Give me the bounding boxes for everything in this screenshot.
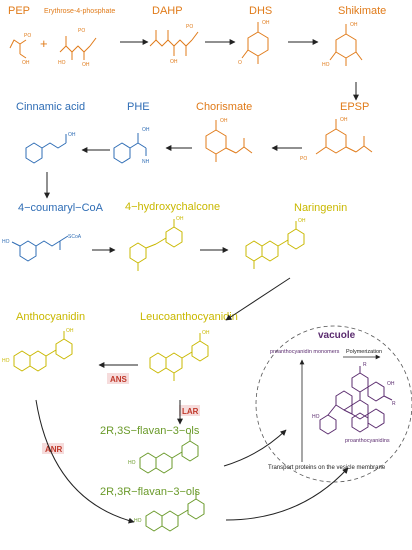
e4p-po3-label: PO — [78, 28, 85, 34]
shikimate-ho-label: HO — [322, 62, 330, 68]
coumaryl-coa-structure — [11, 235, 69, 262]
label-4-coumaryl-coa: 4−coumaryl−CoA — [18, 202, 104, 214]
polymer-r1-label: R — [363, 362, 367, 368]
flavan-2r3r-structure — [145, 491, 205, 532]
label-epsp: EPSP — [340, 101, 369, 113]
naringenin-structure — [245, 221, 305, 269]
enzyme-ans-badge: ANS — [107, 373, 129, 384]
polymer-r2-label: R — [392, 401, 396, 407]
label-leucoanthocyanidin: Leucoanthocyanidin — [140, 311, 238, 323]
arrow-anthocyanidin-to-2r3r — [35, 399, 135, 524]
enzyme-anr-badge: ANR — [42, 443, 64, 454]
arrow-2r3s-to-vacuole — [223, 429, 287, 467]
vacuole-region: vacuole proanthocyanidin monomers Polyme… — [255, 325, 412, 483]
label-anthocyanidin: Anthocyanidin — [16, 311, 85, 323]
enzyme-lar-label: LAR — [182, 407, 199, 416]
e4p-ho-label: HO — [58, 60, 66, 66]
pathway-arrows — [35, 39, 359, 524]
vacuole-polymerization-label: Polymerization — [346, 349, 382, 355]
epsp-po3-label: PO — [300, 156, 307, 162]
phe-structure — [113, 133, 147, 164]
enzyme-ans-label: ANS — [110, 375, 128, 384]
enzyme-anr-label: ANR — [45, 445, 63, 454]
chorismate-oh-label: OH — [220, 118, 228, 124]
label-shikimate: Shikimate — [338, 5, 386, 17]
vacuole-transport-label: Transport proteins on the vesicle membra… — [268, 465, 386, 471]
label-4-hydroxychalcone: 4−hydroxychalcone — [125, 201, 220, 213]
phe-oh-label: OH — [142, 127, 150, 133]
plus-sign: + — [40, 36, 48, 51]
leuco-oh-label: OH — [202, 330, 210, 336]
proanthocyanidin-polymer-structure — [319, 366, 393, 435]
label-phe: PHE — [127, 101, 150, 113]
vacuole-monomers-label: proanthocyanidin monomers — [270, 349, 340, 355]
erythrose-4-phosphate-structure — [59, 36, 97, 60]
dhs-o-label: O — [238, 60, 242, 66]
pep-oh-label: OH — [22, 60, 30, 66]
chorismate-structure — [205, 120, 253, 162]
polymer-ho-label: HO — [312, 414, 320, 420]
epsp-oh-label: OH — [340, 117, 348, 123]
polymer-oh-label: OH — [387, 381, 395, 387]
shikimate-structure — [329, 24, 363, 66]
label-cinnamic-acid: Cinnamic acid — [16, 101, 85, 113]
label-pep: PEP — [8, 5, 30, 17]
anthocyanidin-ho-label: HO — [2, 358, 10, 364]
phe-nh2-label: NH — [142, 159, 150, 165]
shikimate-oh-label: OH — [350, 22, 358, 28]
anthocyanidin-structure — [13, 331, 73, 372]
label-2r3r-flavan-3-ols: 2R,3R−flavan−3−ols — [100, 486, 200, 498]
dahp-oh-label: OH — [170, 59, 178, 65]
label-chorismate: Chorismate — [196, 101, 252, 113]
flavan-2r3s-ho-label: HO — [128, 460, 136, 466]
dahp-structure — [149, 30, 199, 56]
vacuole-title: vacuole — [318, 330, 356, 341]
cinnamic-acid-structure — [25, 134, 67, 164]
enzyme-lar-badge: LAR — [179, 405, 200, 416]
vacuole-polymers-label: proanthocyanidins — [345, 438, 390, 444]
label-2r3s-flavan-3-ols: 2R,3S−flavan−3−ols — [100, 425, 200, 437]
naringenin-oh-label: OH — [298, 218, 306, 224]
label-dhs: DHS — [249, 5, 272, 17]
hydroxychalcone-structure — [129, 219, 183, 271]
label-naringenin: Naringenin — [294, 202, 347, 214]
pep-po3-label: PO — [24, 33, 31, 39]
flavan-2r3s-structure — [139, 433, 199, 474]
chalcone-oh-label: OH — [176, 216, 184, 222]
label-erythrose-4-phosphate: Erythrose-4-phosphate — [44, 8, 115, 15]
flavan-2r3r-ho-label: HO — [134, 518, 142, 524]
dhs-structure — [241, 22, 269, 64]
dhs-oh-label: OH — [262, 20, 270, 26]
anthocyanidin-oh-label: OH — [66, 328, 74, 334]
pep-structure — [9, 39, 27, 59]
e4p-oh-label: OH — [82, 62, 90, 68]
cinnamic-oh-label: OH — [68, 132, 76, 138]
leucoanthocyanidin-structure — [149, 333, 209, 381]
label-dahp: DAHP — [152, 5, 183, 17]
coumaryl-scoa-label: SCoA — [68, 234, 82, 240]
epsp-structure — [315, 119, 373, 155]
arrow-2r3r-to-vacuole — [225, 467, 349, 521]
dahp-po3-label: PO — [186, 24, 193, 30]
arrow-naringenin-to-leucoanthocyanidin — [225, 277, 291, 321]
coumaryl-ho-label: HO — [2, 239, 10, 245]
